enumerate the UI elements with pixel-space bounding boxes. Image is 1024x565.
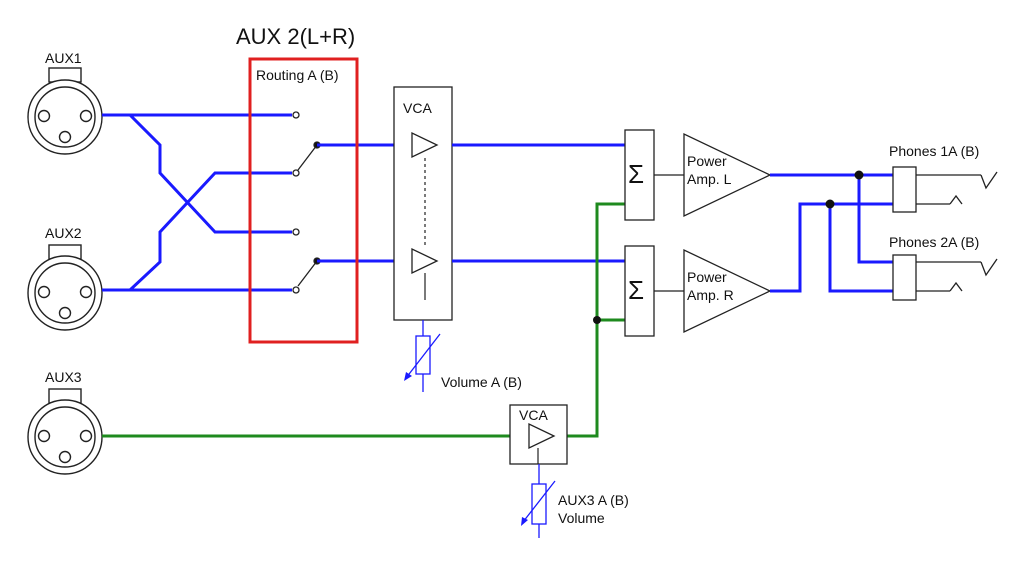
junction-dot-right — [825, 199, 835, 209]
vca-aux3-label: VCA — [519, 407, 548, 423]
aux2-label: AUX2 — [45, 225, 82, 241]
phones-jack-2 — [892, 254, 998, 301]
aux3-volume-label-2: Volume — [558, 510, 605, 526]
summing-symbol-right: Σ — [628, 275, 644, 305]
xlr-connector-aux2 — [27, 244, 103, 331]
vca-main-block — [393, 86, 453, 321]
output-wiring — [770, 173, 893, 293]
vca-main-label: VCA — [403, 100, 432, 116]
routing-switches — [292, 111, 321, 294]
summing-block-left — [624, 129, 655, 221]
aux3-wiring — [102, 202, 625, 438]
summing-block-right — [624, 245, 655, 337]
summing-symbol-left: Σ — [628, 159, 644, 189]
stereo-input-wiring — [102, 113, 292, 292]
xlr-connector-aux1 — [27, 67, 103, 155]
aux3-junction-dot — [593, 316, 601, 324]
vca-aux3-triangle — [528, 422, 556, 450]
phones-2-label: Phones 2A (B) — [889, 234, 979, 250]
power-amp-right — [683, 248, 772, 334]
aux1-label: AUX1 — [45, 50, 82, 66]
power-amp-left — [683, 132, 772, 218]
aux3-volume-label-1: AUX3 A (B) — [558, 492, 629, 508]
power-amp-left-line2: Amp. L — [687, 171, 732, 187]
diagram-title: AUX 2(L+R) — [236, 24, 355, 49]
routing-label: Routing A (B) — [256, 67, 339, 83]
vca-amplifier-triangles — [411, 131, 439, 275]
aux3-volume-pot — [521, 464, 556, 538]
routing-highlight-box — [248, 57, 359, 344]
junction-dot-left — [854, 170, 864, 180]
power-amp-right-line1: Power — [687, 269, 727, 285]
power-amp-left-line1: Power — [687, 153, 727, 169]
power-amp-right-line2: Amp. R — [687, 287, 734, 303]
volume-a-pot — [404, 320, 441, 392]
volume-a-label: Volume A (B) — [441, 374, 522, 390]
aux3-label: AUX3 — [45, 369, 82, 385]
phones-1-label: Phones 1A (B) — [889, 143, 979, 159]
phones-jack-1 — [892, 166, 998, 213]
sum-to-amp-wiring — [654, 174, 685, 292]
xlr-connector-aux3 — [27, 388, 103, 475]
